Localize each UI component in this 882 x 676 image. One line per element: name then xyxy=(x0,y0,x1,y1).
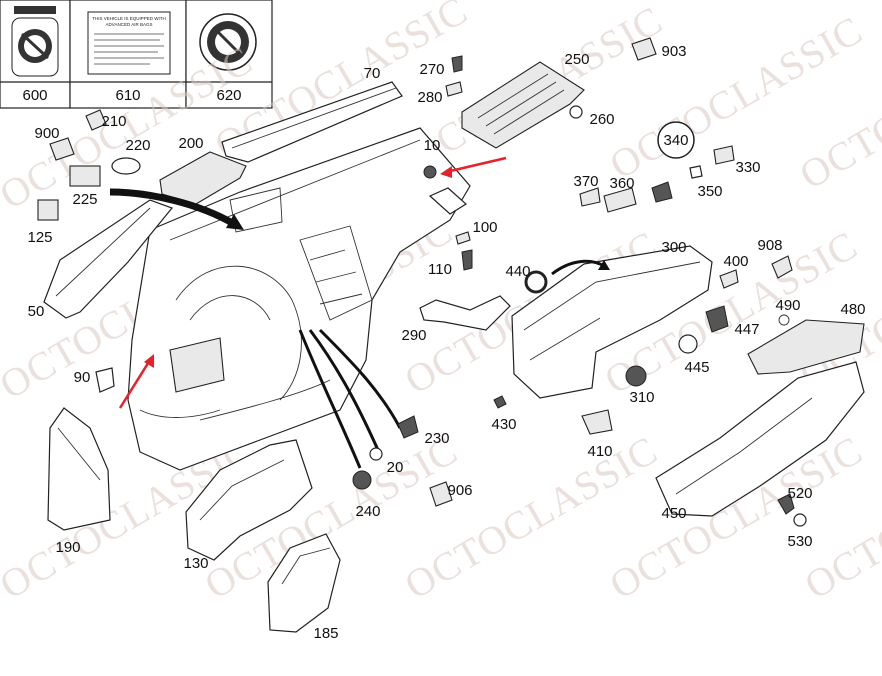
label-250: 250 xyxy=(564,51,589,68)
glovebox-assembly xyxy=(419,61,865,527)
label-370: 370 xyxy=(573,173,598,190)
label-100: 100 xyxy=(472,219,497,236)
sticker-610-line-1: THIS VEHICLE IS EQUIPPED WITH xyxy=(92,16,166,21)
label-490: 490 xyxy=(775,297,800,314)
part-labels: 70 270 280 250 903 900 210 220 200 10 26… xyxy=(27,43,865,642)
label-447: 447 xyxy=(734,321,759,338)
label-50: 50 xyxy=(28,303,45,320)
label-260: 260 xyxy=(589,111,614,128)
label-600: 600 xyxy=(22,87,47,104)
label-330: 330 xyxy=(735,159,760,176)
label-20: 20 xyxy=(387,459,404,476)
label-620: 620 xyxy=(216,87,241,104)
label-200: 200 xyxy=(178,135,203,152)
label-903: 903 xyxy=(661,43,686,60)
label-230: 230 xyxy=(424,430,449,447)
sticker-610-line-2: ADVANCED AIR BAGS xyxy=(106,22,153,27)
label-210: 210 xyxy=(101,113,126,130)
label-70: 70 xyxy=(364,65,381,82)
label-225: 225 xyxy=(72,191,97,208)
label-480: 480 xyxy=(840,301,865,318)
label-130: 130 xyxy=(183,555,208,572)
label-530: 530 xyxy=(787,533,812,550)
label-610: 610 xyxy=(115,87,140,104)
label-445: 445 xyxy=(684,359,709,376)
label-290: 290 xyxy=(401,327,426,344)
red-arrows xyxy=(118,156,507,409)
label-270: 270 xyxy=(419,61,444,78)
small-parts xyxy=(37,37,735,271)
label-908: 908 xyxy=(757,237,782,254)
label-430: 430 xyxy=(491,416,516,433)
label-410: 410 xyxy=(587,443,612,460)
label-110: 110 xyxy=(428,261,452,278)
label-220: 220 xyxy=(125,137,150,154)
label-310: 310 xyxy=(629,389,654,406)
label-300: 300 xyxy=(661,239,686,256)
label-450: 450 xyxy=(661,505,686,522)
label-340: 340 xyxy=(663,132,688,149)
label-520: 520 xyxy=(787,485,812,502)
label-280: 280 xyxy=(417,89,442,106)
label-190: 190 xyxy=(55,539,80,556)
label-125: 125 xyxy=(27,229,52,246)
label-440: 440 xyxy=(505,263,530,280)
label-10: 10 xyxy=(424,137,441,154)
label-350: 350 xyxy=(697,183,722,200)
sticker-620-icon xyxy=(199,13,257,71)
label-900: 900 xyxy=(34,125,59,142)
label-240: 240 xyxy=(355,503,380,520)
black-arrows xyxy=(109,188,610,276)
label-185: 185 xyxy=(313,625,338,642)
sticker-600-icon xyxy=(11,6,59,77)
header-boxes: THIS VEHICLE IS EQUIPPED WITH ADVANCED A… xyxy=(0,0,273,109)
label-906: 906 xyxy=(447,482,472,499)
label-360: 360 xyxy=(609,175,634,192)
sticker-610-icon: THIS VEHICLE IS EQUIPPED WITH ADVANCED A… xyxy=(87,11,171,75)
label-400: 400 xyxy=(723,253,748,270)
label-90: 90 xyxy=(74,369,91,386)
